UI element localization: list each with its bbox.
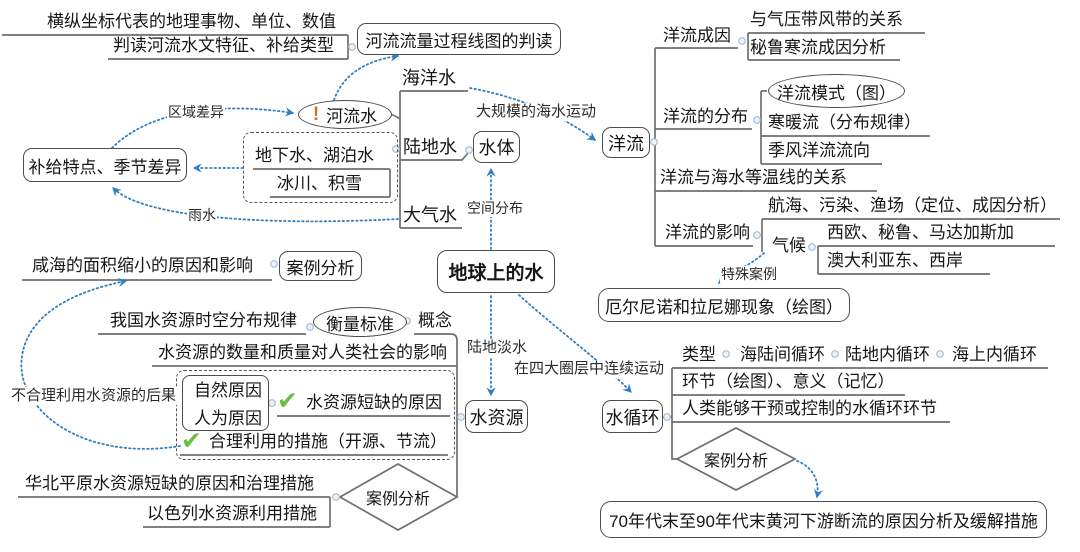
node-current-cause[interactable]: 洋流成因 (663, 26, 731, 45)
node-cycle-type[interactable]: 类型 (682, 345, 716, 364)
node-cycle-links-meaning[interactable]: 环节（绘图）、意义（记忆） (682, 372, 895, 391)
note-hydrograph-axes[interactable]: 横纵坐标代表的地理事物、单位、数值 (47, 12, 336, 31)
node-monsoon-current[interactable]: 季风洋流流向 (768, 141, 870, 160)
node-climate-regions-2[interactable]: 澳大利亚东、西岸 (827, 251, 963, 270)
node-water-bodies[interactable]: 水体 (473, 131, 520, 163)
node-quantity-quality-impact[interactable]: 水资源的数量和质量对人类社会的影响 (158, 343, 447, 362)
node-water-resource[interactable]: 水资源 (465, 400, 528, 433)
label-irrational-use-consequence: 不合理利用水资源的后果 (10, 387, 178, 405)
branch-lines (2, 32, 1060, 528)
node-ocean-current[interactable]: 洋流 (602, 127, 650, 158)
label-spatial-distribution: 空间分布 (466, 200, 524, 217)
node-measuring-standard[interactable]: 衡量标准 (313, 307, 407, 337)
node-ocean-water[interactable]: 海洋水 (402, 68, 456, 88)
node-shortage-cause[interactable]: 水资源短缺的原因 (306, 393, 442, 412)
river-water-label: 河流水 (326, 107, 378, 126)
check-icon: ✔ (277, 387, 298, 415)
arrow-rain-supply (112, 187, 399, 223)
node-climate-regions-1[interactable]: 西欧、秘鲁、马达加斯加 (827, 223, 1014, 242)
node-atmospheric-water[interactable]: 大气水 (403, 205, 457, 225)
node-current-influence[interactable]: 洋流的影响 (665, 223, 750, 242)
check-icon: ✔ (181, 427, 202, 455)
node-peru-current-analysis[interactable]: 秘鲁寒流成因分析 (750, 38, 886, 57)
arrow-case-yellowriver (796, 460, 823, 499)
arrow-river-hydrograph (333, 52, 400, 101)
node-current-distribution[interactable]: 洋流的分布 (663, 107, 748, 126)
alert-icon: ! (312, 103, 320, 125)
node-elnino-lanina[interactable]: 厄尔尼诺和拉尼娜现象（绘图） (598, 288, 850, 322)
node-isotherm-relation[interactable]: 洋流与海水等温线的关系 (660, 168, 847, 187)
node-supply-features[interactable]: 补给特点、季节差异 (23, 148, 187, 182)
node-case-analysis-resource[interactable]: 案例分析 (365, 491, 431, 508)
case-diamond-left (338, 463, 459, 531)
node-concept[interactable]: 概念 (418, 311, 452, 330)
node-rational-use-measures[interactable]: 合理利用的措施（开源、节流） (209, 432, 447, 451)
node-land-water[interactable]: 陆地水 (403, 137, 457, 157)
node-case-analysis-cycle[interactable]: 案例分析 (703, 453, 769, 470)
node-sea-internal-cycle[interactable]: 海上内循环 (952, 345, 1037, 364)
node-river-water[interactable]: ! 河流水 (298, 100, 392, 129)
node-china-distribution-rule[interactable]: 我国水资源时空分布规律 (110, 311, 297, 330)
node-sea-land-cycle[interactable]: 海陆间循环 (740, 345, 825, 364)
node-human-cause[interactable]: 人为原因 (194, 409, 262, 428)
label-rain: 雨水 (187, 207, 217, 224)
node-glacier-snow[interactable]: 冰川、积雪 (277, 174, 362, 193)
node-water-cycle[interactable]: 水循环 (602, 400, 663, 433)
node-wind-belt-relation[interactable]: 与气压带风带的关系 (750, 10, 903, 29)
label-four-spheres-movement: 在四大圈层中连续运动 (513, 360, 666, 378)
case-diamond-right (675, 427, 797, 491)
label-region-difference: 区域差异 (167, 104, 225, 121)
node-land-internal-cycle[interactable]: 陆地内循环 (845, 345, 930, 364)
node-hydrograph-interpretation[interactable]: 河流流量过程线图的判读 (357, 23, 561, 55)
node-yellow-river-cutoff[interactable]: 70年代末至90年代末黄河下游断流的原因分析及缓解措施 (600, 501, 1047, 538)
node-natural-cause[interactable]: 自然原因 (194, 381, 262, 400)
label-special-case: 特殊案例 (720, 266, 778, 283)
label-land-freshwater: 陆地淡水 (466, 339, 529, 357)
node-current-pattern[interactable]: 洋流模式（图） (768, 74, 905, 108)
case-diamonds (338, 427, 797, 531)
arrow-consequence-aral (20, 277, 181, 450)
node-case-analysis-aral[interactable]: 案例分析 (279, 251, 362, 281)
arrow-four-spheres (518, 294, 632, 393)
node-navigation-pollution-fishery[interactable]: 航海、污染、渔场（定位、成因分析） (768, 196, 1057, 215)
label-large-scale-movement: 大规模的海水运动 (475, 103, 598, 121)
reasons-box (182, 375, 269, 431)
node-human-intervention[interactable]: 人类能够干预或控制的水循环环节 (682, 399, 937, 418)
groundwater-frame (243, 132, 398, 203)
node-warm-cold-currents[interactable]: 寒暖流（分布规律） (768, 113, 921, 132)
node-groundwater-lakes[interactable]: 地下水、湖泊水 (255, 146, 374, 165)
shortage-frame (176, 370, 455, 460)
link-dots (268, 37, 944, 501)
node-climate[interactable]: 气候 (772, 236, 806, 255)
node-israel-utilization[interactable]: 以色列水资源利用措施 (147, 504, 317, 523)
node-aral-sea[interactable]: 咸海的面积缩小的原因和影响 (32, 256, 253, 275)
root-node[interactable]: 地球上的水 (437, 250, 555, 293)
node-north-china-shortage[interactable]: 华北平原水资源短缺的原因和治理措施 (25, 474, 314, 493)
note-hydrograph-reading[interactable]: 判读河流水文特征、补给类型 (113, 36, 334, 55)
